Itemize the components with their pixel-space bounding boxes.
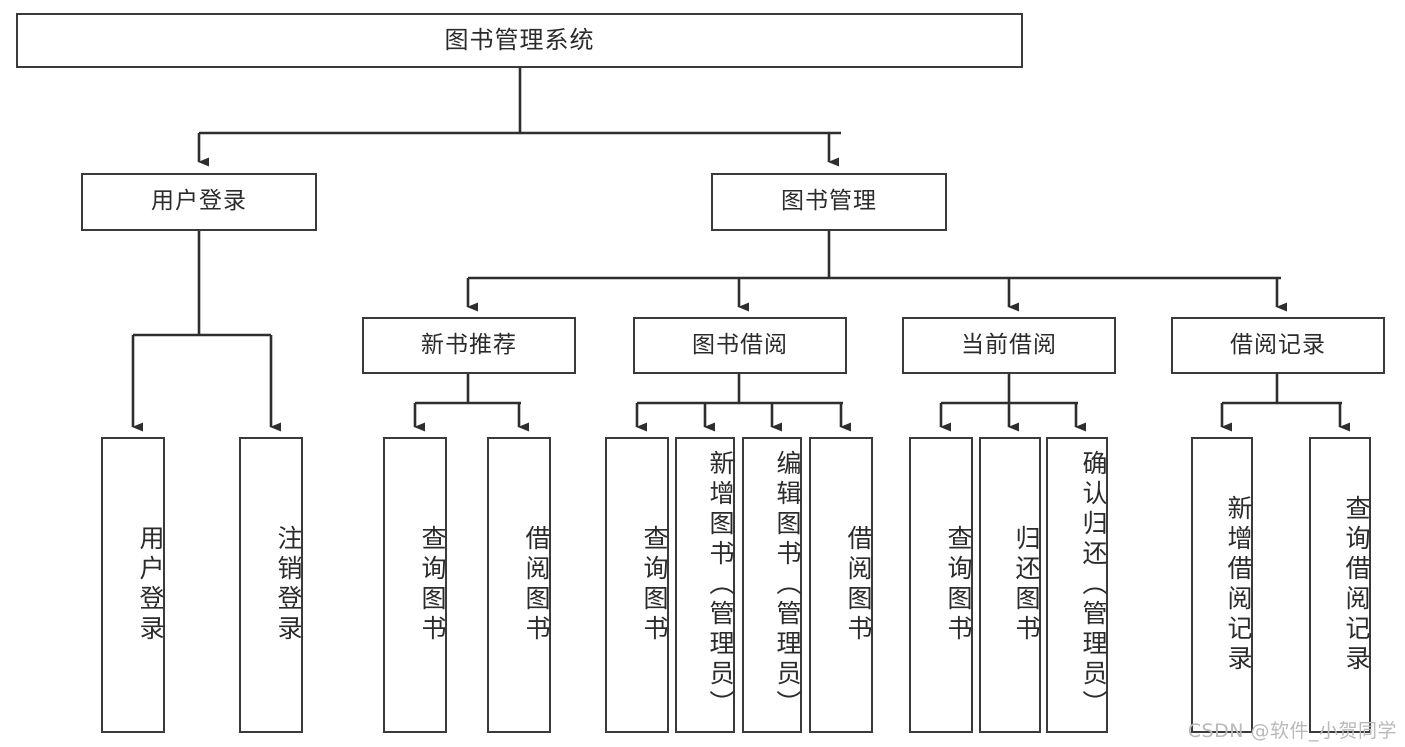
node-label: 注销登录	[274, 525, 303, 645]
node-label: 借阅记录	[1230, 331, 1326, 358]
node-leaf-add-book[interactable]: 新增图书（管理员）	[675, 437, 735, 733]
node-label: 查询图书	[418, 525, 447, 645]
node-leaf-borrow-book[interactable]: 借阅图书	[809, 437, 873, 733]
node-borrow-record[interactable]: 借阅记录	[1171, 317, 1385, 374]
node-leaf-query-borrow-record[interactable]: 查询借阅记录	[1309, 437, 1371, 733]
node-label: 编辑图书（管理员）	[773, 450, 802, 720]
node-leaf-query-book-recommend[interactable]: 查询图书	[383, 437, 447, 733]
node-leaf-user-logout[interactable]: 注销登录	[239, 437, 303, 733]
node-label: 图书管理	[781, 188, 877, 215]
node-label: 查询借阅记录	[1342, 495, 1371, 675]
node-leaf-return-book[interactable]: 归还图书	[979, 437, 1041, 733]
node-leaf-query-book-current[interactable]: 查询图书	[909, 437, 973, 733]
node-book-borrow[interactable]: 图书借阅	[633, 317, 847, 374]
node-label: 用户登录	[136, 525, 165, 645]
node-book-management[interactable]: 图书管理	[711, 173, 947, 231]
node-root-book-management-system[interactable]: 图书管理系统	[16, 13, 1023, 68]
node-label: 新增图书（管理员）	[706, 450, 735, 720]
node-label: 新增借阅记录	[1224, 495, 1253, 675]
node-label: 查询图书	[944, 525, 973, 645]
node-leaf-borrow-book-recommend[interactable]: 借阅图书	[487, 437, 551, 733]
node-label: 查询图书	[640, 525, 669, 645]
node-leaf-add-borrow-record[interactable]: 新增借阅记录	[1191, 437, 1253, 733]
node-label: 图书借阅	[692, 331, 788, 358]
node-leaf-user-login[interactable]: 用户登录	[101, 437, 165, 733]
node-label: 新书推荐	[421, 331, 517, 358]
node-label: 图书管理系统	[444, 26, 595, 55]
node-user-login[interactable]: 用户登录	[81, 173, 317, 231]
node-label: 确认归还（管理员）	[1079, 450, 1108, 720]
node-current-borrow[interactable]: 当前借阅	[902, 317, 1116, 374]
node-label: 归还图书	[1012, 525, 1041, 645]
node-leaf-query-book-borrow[interactable]: 查询图书	[605, 437, 669, 733]
node-new-book-recommend[interactable]: 新书推荐	[362, 317, 576, 374]
node-label: 当前借阅	[961, 331, 1057, 358]
node-leaf-edit-book[interactable]: 编辑图书（管理员）	[742, 437, 802, 733]
node-label: 用户登录	[151, 188, 247, 215]
node-label: 借阅图书	[844, 525, 873, 645]
node-leaf-confirm-return[interactable]: 确认归还（管理员）	[1046, 437, 1108, 733]
node-label: 借阅图书	[522, 525, 551, 645]
watermark-text: CSDN @软件_小贺同学	[1187, 720, 1397, 742]
